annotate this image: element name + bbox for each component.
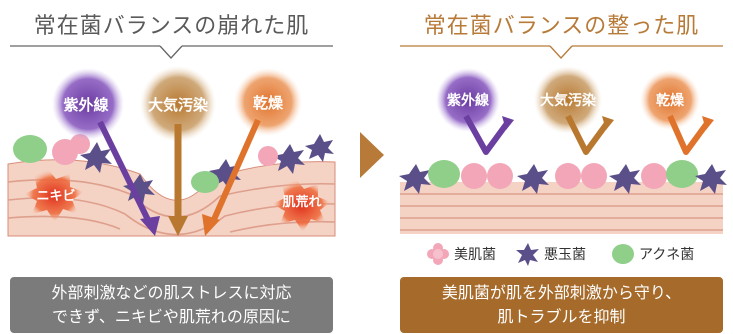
acne-burst [24,169,84,222]
left-caption-line2: できず、ニキビや肌荒れの原因に [52,307,291,326]
threat-label-uv: 紫外線 [63,96,108,114]
left-title: 常在菌バランスの崩れた肌 [33,14,310,39]
legend-label-bad: 悪玉菌 [544,247,586,263]
threat-label-dryness: 乾燥 [253,94,284,112]
bad-bacteria [399,164,431,194]
threat-label-dryness: 乾燥 [656,92,685,109]
legend-item-bad-bacteria: 悪玉菌 [516,240,586,268]
skin-layer [400,182,723,234]
right-caption: 美肌菌が肌を外部刺激から守り、 肌トラブルを抑制 [400,277,723,333]
threat-label-pollution: 大気汚染 [540,92,597,109]
damaged-skin-scene: 紫外線 大気汚染 乾燥 ニキビ 肌荒れ [7,66,336,237]
right-title: 常在菌バランスの整った肌 [423,14,700,39]
acne-bacteria [428,160,460,188]
good-bacteria [461,163,487,189]
threat-label-pollution: 大気汚染 [148,96,209,114]
rough-skin-burst [272,179,331,232]
left-caption: 外部刺激などの肌ストレスに対応 できず、ニキビや肌荒れの原因に [10,277,333,333]
legend-item-good-bacteria: 美肌菌 [426,240,496,268]
pink-flower-icon [427,243,449,265]
bad-bacteria [80,142,112,173]
green-oval-icon [612,244,634,264]
legend-label-acne: アクネ菌 [639,247,695,263]
acne-bacteria [13,135,47,163]
right-caption-line2: 肌トラブルを抑制 [497,307,626,326]
right-title-divider [400,45,723,59]
legend-label-good: 美肌菌 [454,247,496,263]
problem-label-rough-skin: 肌荒れ [282,194,321,210]
right-caption-line1: 美肌菌が肌を外部刺激から守り、 [441,283,682,302]
problem-label-acne: ニキビ [36,188,75,204]
threat-label-uv: 紫外線 [447,92,489,109]
transition-arrow-icon [360,132,384,178]
left-caption-line1: 外部刺激などの肌ストレスに対応 [51,283,292,302]
legend: 美肌菌 悪玉菌 アクネ菌 [426,240,726,268]
healthy-skin-scene: 紫外線 大気汚染 乾燥 [399,66,727,234]
legend-item-acne-bacteria: アクネ菌 [611,240,694,268]
left-panel: 常在菌バランスの崩れた肌 [0,0,343,334]
right-panel: 常在菌バランスの整った肌 [390,0,733,334]
left-title-divider [10,45,333,59]
purple-spiky-icon [516,243,539,266]
